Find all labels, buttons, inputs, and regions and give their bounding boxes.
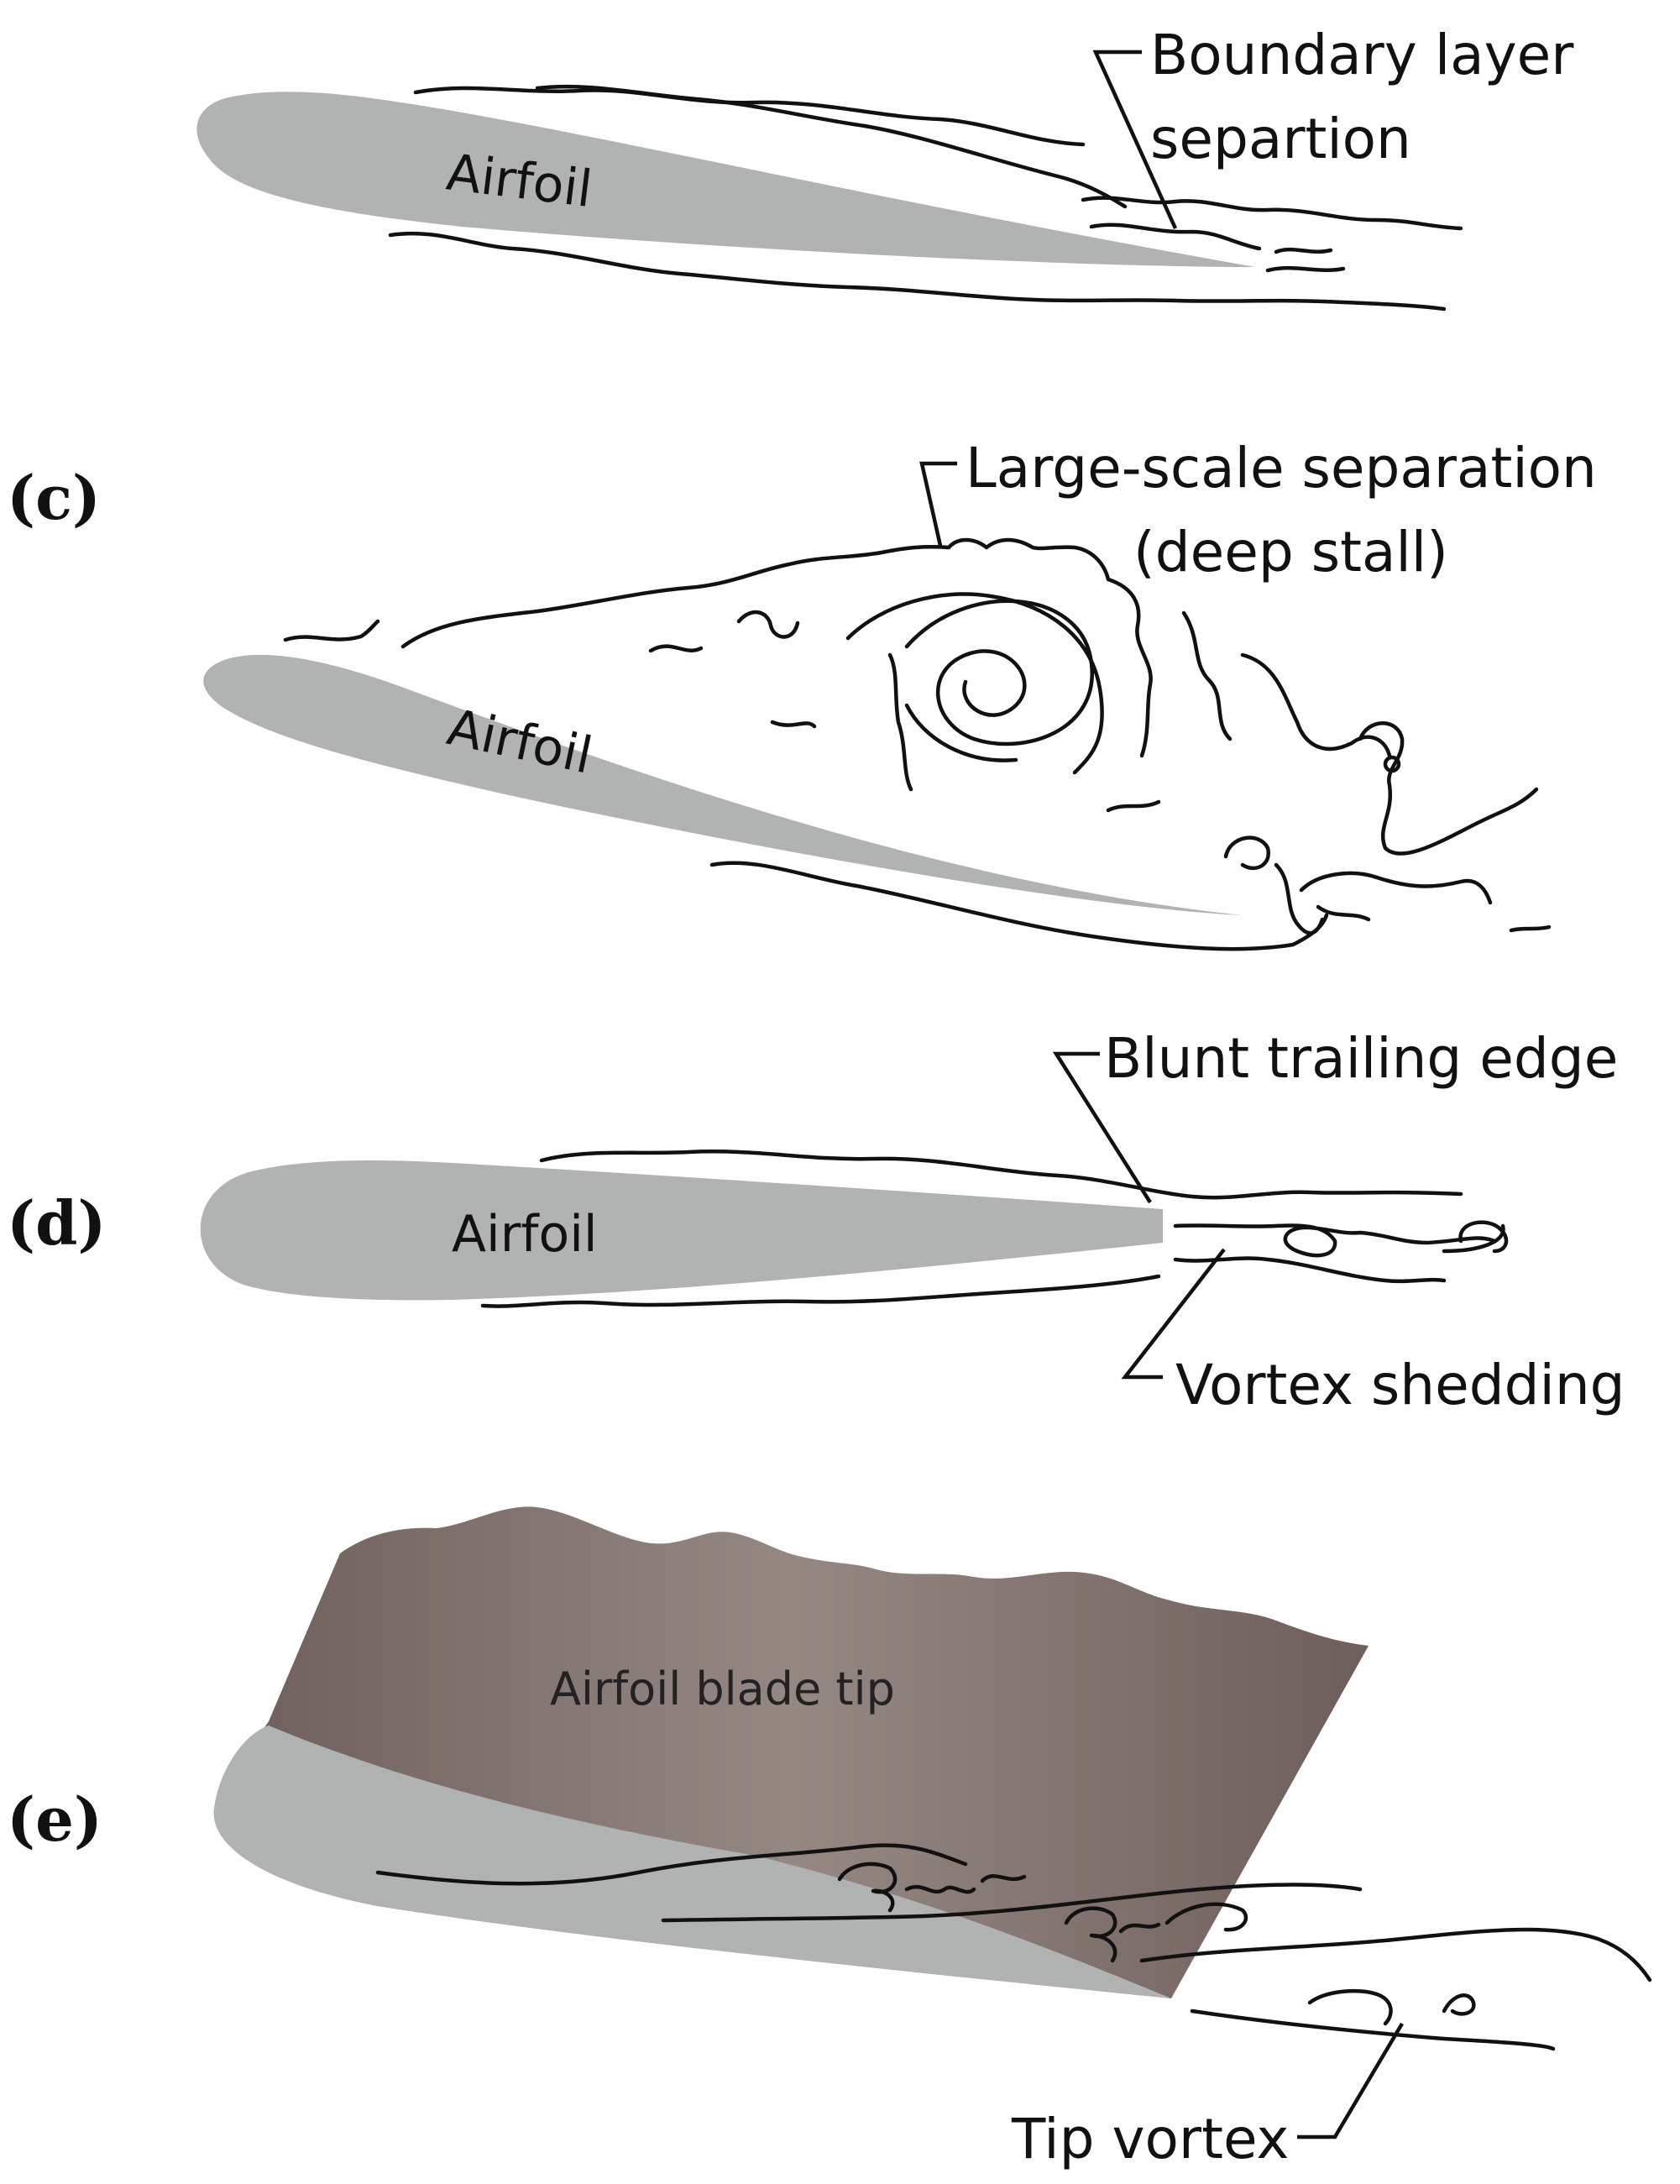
panel-letter-c: (c) [7, 462, 101, 533]
panel-b: Airfoil Boundary layer separtion [196, 23, 1574, 312]
panel-letter-d: (d) [7, 1187, 106, 1259]
label-deep-stall: (deep stall) [1133, 520, 1448, 584]
label-boundary-layer-line2: separtion [1150, 107, 1411, 171]
blade-label: Airfoil blade tip [550, 1663, 895, 1715]
leader-large-scale-separation [919, 461, 957, 547]
airfoil-shape-c [203, 654, 1243, 915]
airfoil-shape-b [196, 92, 1255, 267]
label-large-scale-separation: Large-scale separation [966, 436, 1597, 500]
label-blunt-trailing-edge: Blunt trailing edge [1104, 1026, 1618, 1091]
leader-blunt-trailing-edge [1052, 1051, 1152, 1204]
panel-c: (c) Airfoil Large-scal [7, 436, 1597, 951]
leader-vortex-shedding [1121, 1248, 1226, 1380]
label-tip-vortex: Tip vortex [1011, 2107, 1289, 2171]
boundary-layer-flow-lines [388, 84, 1463, 312]
panel-letter-e: (e) [7, 1783, 102, 1855]
trailing-edge-flow-lines [480, 1150, 1509, 1308]
airfoil-shape-d [200, 1160, 1163, 1301]
leader-boundary-layer [1092, 50, 1178, 229]
leader-tip-vortex [1297, 2022, 1404, 2139]
deep-stall-flow-lines [283, 537, 1552, 951]
airfoil-label-d: Airfoil [452, 1205, 598, 1264]
label-boundary-layer-line1: Boundary layer [1150, 23, 1574, 87]
tip-vortex-flow-lines [375, 1843, 1652, 2051]
panel-e: (e) Airfoil blade tip Tip vortex [7, 1506, 1652, 2171]
panel-d: (d) Airfoil Blunt trailing edge Vortex s… [7, 1026, 1625, 1417]
label-vortex-shedding: Vortex shedding [1175, 1353, 1625, 1417]
